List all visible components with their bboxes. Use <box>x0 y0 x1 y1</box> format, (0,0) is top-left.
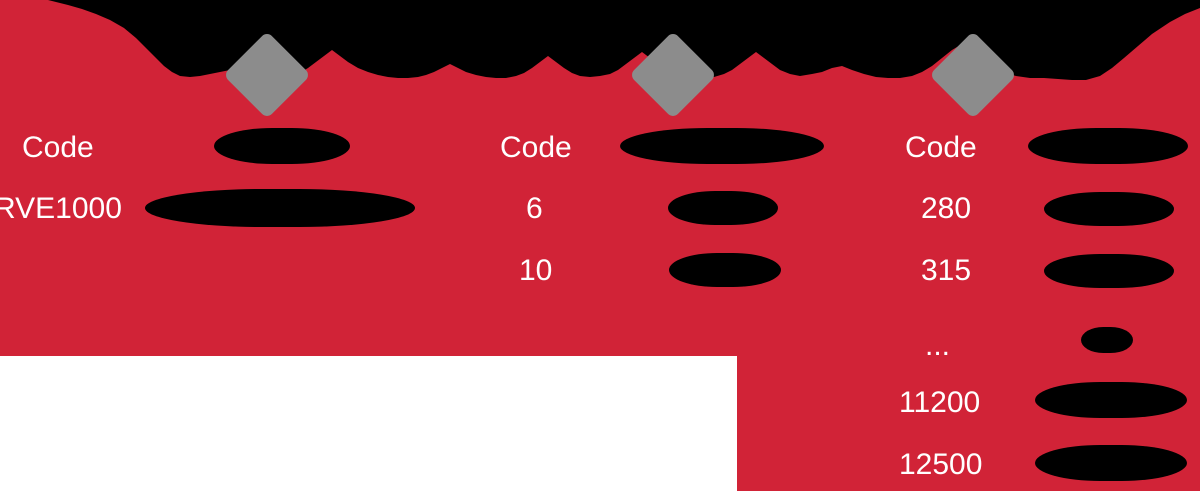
red-panel-main <box>0 0 737 356</box>
column-1-row-0-code: RVE1000 <box>0 192 122 225</box>
column-2-row-1-value-redaction <box>669 253 781 287</box>
column-3-row-0-code: 280 <box>921 192 972 225</box>
column-3-row-2-code: ... <box>925 329 951 362</box>
column-3-row-4-code: 12500 <box>899 448 983 481</box>
column-2-row-1-code: 10 <box>519 254 553 287</box>
column-3-row-0-value-redaction <box>1044 192 1174 226</box>
column-1-header-value-redaction <box>214 128 350 164</box>
column-3-header-value-redaction <box>1028 128 1188 164</box>
column-3-row-1-code: 315 <box>921 254 972 287</box>
column-1-row-0-value-redaction <box>145 189 415 227</box>
column-3-row-2-value-redaction <box>1081 327 1133 353</box>
column-3-row-1-value-redaction <box>1044 254 1174 288</box>
column-3-row-3-code: 11200 <box>899 386 981 419</box>
column-2-header-code: Code <box>500 131 572 164</box>
column-3-row-3-value-redaction <box>1035 382 1187 418</box>
column-2-header-value-redaction <box>620 128 824 164</box>
column-2-row-0-value-redaction <box>668 191 778 225</box>
column-3-row-4-value-redaction <box>1035 445 1187 481</box>
column-2-row-0-code: 6 <box>526 192 543 225</box>
column-3-header-code: Code <box>905 131 977 164</box>
column-1-header-code: Code <box>22 131 94 164</box>
